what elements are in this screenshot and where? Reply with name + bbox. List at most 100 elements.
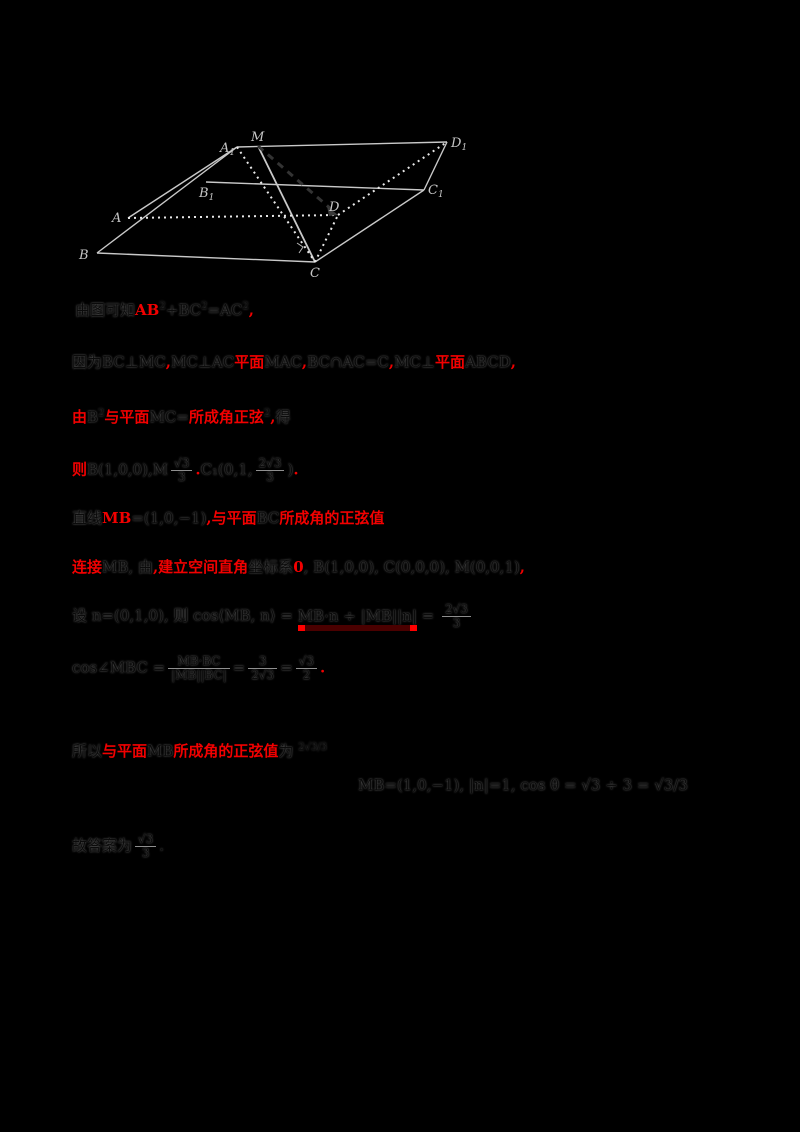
edge-C1D1 (423, 141, 448, 191)
figure-solid-edges (96, 141, 448, 263)
red-highlight-text: . (195, 460, 201, 479)
segment-MD-dashed (257, 144, 332, 211)
red-highlight-text: , (206, 509, 212, 527)
red-highlight-text: , (519, 558, 525, 576)
solution-line: 所以与平面MB所成角的正弦值为 2√3/3 (72, 740, 327, 761)
label-A: A (111, 211, 121, 226)
red-highlight-text: , (152, 558, 159, 576)
formula-text: MC⊥AC (170, 353, 235, 371)
red-highlight-text: AB (135, 301, 160, 319)
red-highlight-text: 所成角的正弦值 (173, 742, 279, 760)
label-D: D (328, 200, 340, 215)
edge-BA1 (96, 146, 238, 254)
red-highlight-text: 平面 (234, 353, 265, 371)
label-A1: A1 (219, 141, 235, 158)
edge-MC (257, 145, 316, 263)
solution-line: 由图可知AB2+BC2=AC2, (75, 299, 254, 320)
red-highlight-text: , (510, 353, 516, 371)
edge-DD1-dotted (337, 141, 448, 216)
edge-B1C1 (205, 181, 425, 191)
red-highlight-text: 所成角的正弦值 (279, 509, 385, 527)
red-highlight-text: MB (102, 509, 132, 527)
formula-text: . (159, 836, 165, 855)
red-highlight-text: . (320, 658, 326, 677)
red-highlight-text: 0 (293, 558, 304, 576)
red-highlight-text: 由 (72, 408, 88, 426)
arrowhead-at-D (327, 206, 338, 216)
formula-text: BC∩AC=C (307, 353, 389, 371)
formula-text: = (232, 658, 246, 677)
red-highlight-text: 所成角正弦 (188, 408, 264, 426)
solution-line: 连接MB, 由,建立空间直角坐标系0, B(1,0,0), C(0,0,0), … (72, 556, 525, 577)
formula-text: 设 n=(0,1,0), 则 cos⟨MB, n⟩ = (72, 606, 298, 625)
label-C: C (310, 266, 320, 281)
formula-text: BC (256, 509, 280, 527)
red-highlight-text: 与平面 (211, 509, 257, 527)
red-highlight-text: 连接 (72, 558, 103, 576)
formula-text: 故答案为 (72, 836, 133, 855)
formula-text: = (416, 606, 439, 625)
right-angle-mark (296, 242, 304, 254)
formula-text: 2 (159, 301, 166, 312)
red-highlight-text: 则 (72, 460, 88, 479)
red-highlight-text: , (388, 353, 395, 371)
formula-text: B (87, 408, 99, 426)
formula-text: =AC (207, 301, 243, 319)
formula-text: MAC (264, 353, 302, 371)
red-highlight-text: 平面 (435, 353, 466, 371)
formula-text: 2 (98, 408, 105, 419)
formula-text: 因为BC⊥MC (72, 353, 166, 371)
formula-text: MB (147, 742, 174, 760)
formula-text: MC⊥ (394, 353, 436, 371)
formula-text: 得 (275, 408, 291, 426)
red-highlight-text: , (301, 353, 308, 371)
formula-text: 所以 (72, 742, 103, 760)
red-highlight-text: 建立空间直角 (158, 558, 249, 576)
formula-text: MB·n ÷ |MB||n| (297, 606, 417, 625)
formula-text: MB=(1,0,−1), |n|=1, cos θ = √3 ÷ 3 = √3/… (358, 776, 688, 794)
fraction: MB·BC|MB||BC| (168, 654, 230, 682)
label-B: B (78, 248, 89, 263)
label-C1: C1 (428, 183, 444, 200)
formula-text: =(1,0,−1) (131, 509, 207, 527)
formula-text: 为 (278, 742, 299, 760)
edge-A1C-dotted (236, 146, 316, 263)
formula-text: MB, 由 (102, 558, 153, 576)
formula-text: 由图可知 (75, 301, 136, 319)
formula-text: +BC (165, 301, 202, 319)
solution-line: 因为BC⊥MC,MC⊥AC平面MAC,BC∩AC=C,MC⊥平面ABCD, (72, 351, 516, 372)
edge-BC (96, 252, 316, 263)
formula-text: ABCD (465, 353, 511, 371)
edge-AA1 (127, 146, 238, 219)
edge-A1D1 (236, 141, 448, 148)
red-highlight-text: , (270, 408, 276, 426)
label-B1: B1 (198, 186, 214, 203)
formula-text: 2 (242, 301, 249, 312)
edge-CC1 (314, 189, 425, 263)
formula-text: 坐标系 (248, 558, 294, 576)
formula-text: , B(1,0,0), C(0,0,0), M(0,0,1) (303, 558, 520, 576)
red-highlight-text: . (293, 460, 299, 479)
solution-line: 设 n=(0,1,0), 则 cos⟨MB, n⟩ = MB·n ÷ |MB||… (72, 602, 474, 630)
formula-text: C₁(0,1, (200, 460, 253, 479)
formula-text: B(1,0,0),M (87, 460, 169, 479)
edge-AD-dotted (127, 214, 339, 219)
figure-dotted-edges (127, 141, 448, 263)
solution-line: 由B2与平面MC=所成角正弦2,得 (72, 406, 290, 427)
solution-line: MB=(1,0,−1), |n|=1, cos θ = √3 ÷ 3 = √3/… (358, 776, 688, 794)
formula-text: 直线 (72, 509, 103, 527)
red-highlight-text: 与平面 (104, 408, 150, 426)
red-highlight-text: , (165, 353, 171, 371)
formula-text: cos∠MBC = (72, 658, 166, 677)
